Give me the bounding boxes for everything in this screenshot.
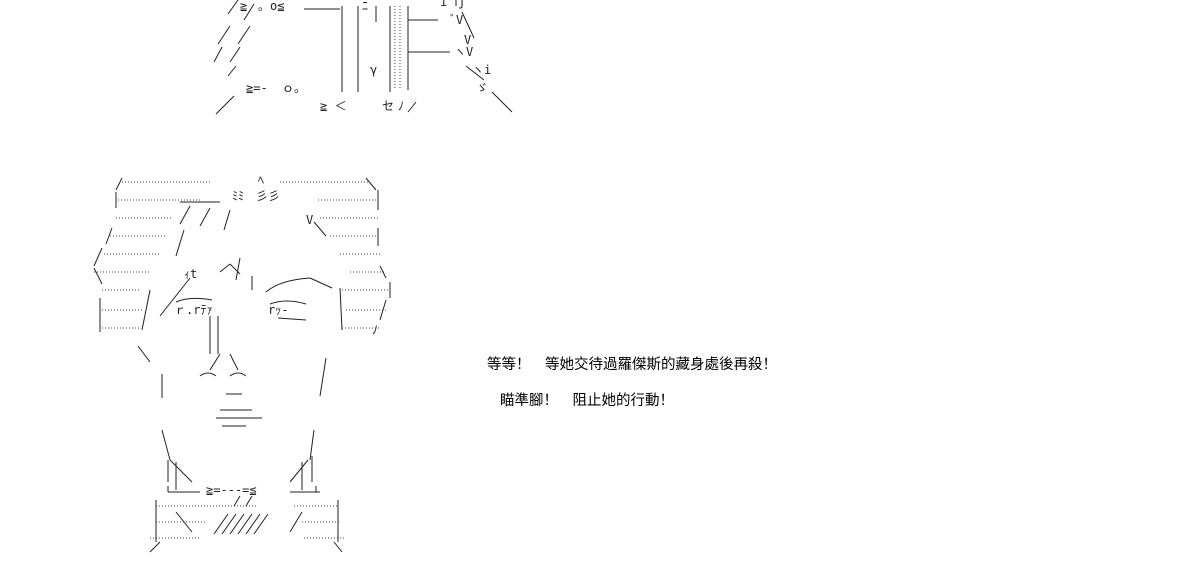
face-glyph-6: ｨt <box>184 267 197 281</box>
art-top-glyph-11: ≧=- <box>246 81 268 95</box>
art-top-glyph-2: 。o≦ <box>258 0 284 13</box>
art-top-glyph-9: ヽi <box>472 63 491 77</box>
face-glyph-2: 彡彡 <box>256 189 280 203</box>
dialogue-line-2: 瞄準腳！ 阻止她的行動！ <box>500 393 674 409</box>
art-top-glyph-8: ヽV <box>454 45 473 59</box>
art-top-glyph-6: ﾞV <box>450 13 463 27</box>
ascii-art-top-figure: ≧ 。o≦ ﾆ i j ﾞV V ヽV ヽi ゞ ≧=- ｏ。 γ ≧ ＜ セ … <box>213 0 513 115</box>
art-top-glyph-10: ゞ <box>476 81 488 95</box>
art-top-glyph-14: ≧ ＜ <box>320 99 346 113</box>
ascii-art-face: ﾐﾐ 彡彡 V ﾍ ﾉ ｨt ｒ.rﾃｧ rｯ‐ ≧=-‐-=≦ <box>93 173 391 553</box>
art-top-glyph-5: j <box>458 0 465 9</box>
art-top-glyph-15: セ <box>382 99 394 113</box>
art-top-glyph-12: ｏ。 <box>282 81 306 95</box>
art-top-glyph-3: ﾆ <box>362 0 368 13</box>
face-glyph-5: ﾉ <box>372 323 378 337</box>
art-top-glyph-4: i <box>440 0 447 9</box>
art-top-glyph-16: ﾉ <box>398 99 404 113</box>
art-top-glyph-13: γ <box>370 63 377 77</box>
face-glyph-4: ﾍ <box>258 173 264 187</box>
face-glyph-1: ﾐﾐ <box>232 189 244 203</box>
face-glyph-7: ｒ.rﾃｧ <box>174 303 212 317</box>
face-glyph-3: V <box>306 213 313 227</box>
dialogue-line-1: 等等！ 等她交待過羅傑斯的藏身處後再殺！ <box>487 357 777 373</box>
art-top-glyph-7: V <box>464 33 471 47</box>
art-top-glyph-1: ≧ <box>240 0 247 13</box>
face-glyph-8: rｯ‐ <box>268 303 288 317</box>
face-glyph-9: ≧=-‐-=≦ <box>206 483 257 497</box>
